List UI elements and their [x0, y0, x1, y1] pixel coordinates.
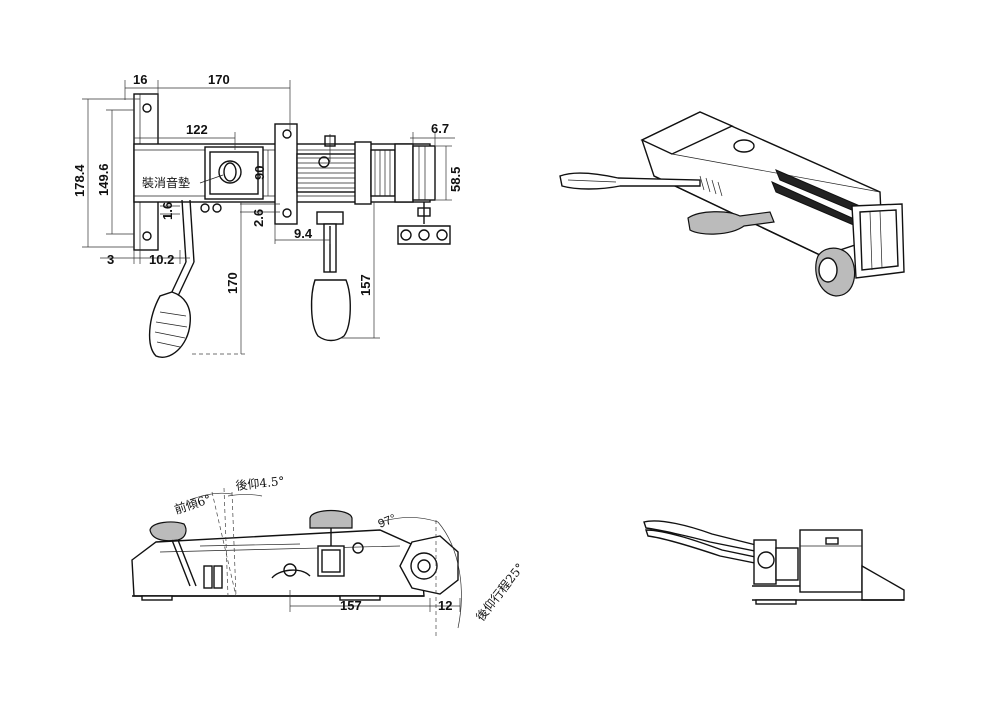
top-view: 裝消音墊 16 170 122 6.7 178.4: [72, 72, 463, 358]
dim-10-2: 10.2: [149, 252, 174, 267]
dim-90: 90: [252, 166, 267, 180]
dim-1-6: 1.6: [160, 202, 175, 220]
dim-9-4: 9.4: [294, 226, 313, 241]
dim-2-6: 2.6: [251, 209, 266, 227]
dim-6-7: 6.7: [431, 121, 449, 136]
dim-157-vertical: 157: [358, 274, 373, 296]
side-view: 前傾6° 後仰4.5° 97° 後仰行程25° 157 12: [131, 473, 527, 636]
dim-157-side: 157: [340, 598, 362, 613]
iso-tension-knob: [815, 247, 856, 297]
side-height-lever: [309, 509, 364, 577]
isometric-view: [559, 111, 905, 297]
forward-tilt-label: 前傾6°: [172, 491, 212, 517]
dim-178-4: 178.4: [72, 164, 87, 197]
dim-3: 3: [107, 252, 114, 267]
backward-tilt-label: 後仰4.5°: [235, 473, 285, 493]
dim-149-6: 149.6: [96, 163, 111, 196]
dim-170-vertical: 170: [225, 272, 240, 294]
angle-97-label: 97°: [376, 511, 398, 531]
dim-16: 16: [133, 72, 147, 87]
dim-170-top: 170: [208, 72, 230, 87]
pad-label: 裝消音墊: [142, 175, 190, 190]
tilt-lever: [148, 199, 195, 358]
backward-travel-label: 後仰行程25°: [473, 560, 527, 624]
dim-58-5: 58.5: [448, 167, 463, 192]
top-view-dimensions: 16 170 122 6.7 178.4 149.6 90: [72, 72, 463, 355]
side-tension-knob: [399, 535, 459, 595]
tension-knob: [397, 202, 451, 245]
dim-122: 122: [186, 122, 208, 137]
mechanism-body: [133, 123, 436, 225]
height-lever: [310, 211, 351, 342]
end-view: [643, 520, 905, 605]
dim-12-side: 12: [438, 598, 452, 613]
